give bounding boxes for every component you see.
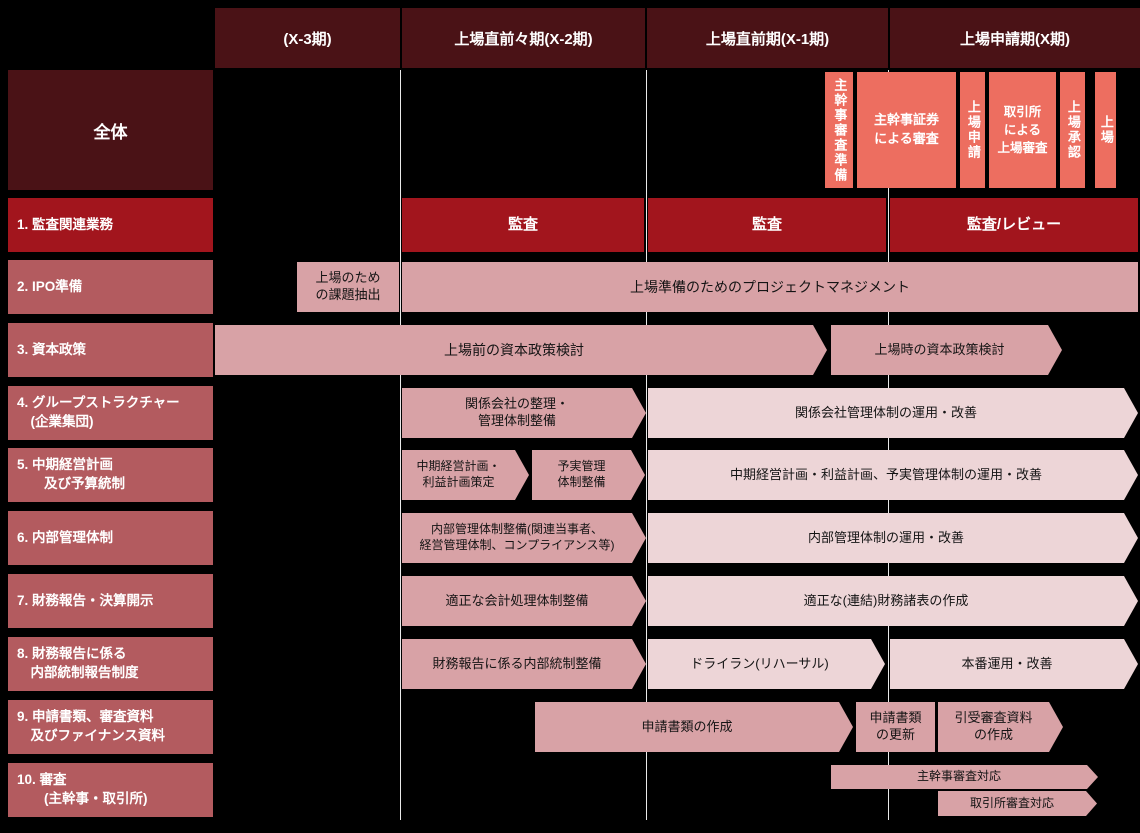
bar-project-management: 上場準備のためのプロジェクトマネジメント: [402, 262, 1138, 312]
bar-icfr-dry-run: ドライラン(リハーサル): [648, 639, 885, 689]
bar-consolidated-statements: 適正な(連結)財務諸表の作成: [648, 576, 1138, 626]
row-label-application-docs: 9. 申請書類、審査資料 及びファイナンス資料: [8, 700, 213, 754]
bar-capital-policy-at-listing: 上場時の資本政策検討: [831, 325, 1062, 375]
header-col-x2: 上場直前々期(X-2期): [402, 8, 645, 68]
bar-icfr-production-operation: 本番運用・改善: [890, 639, 1138, 689]
bar-issue-identification: 上場のため の課題抽出: [297, 262, 399, 312]
header-col-x3: (X-3期): [215, 8, 400, 68]
column-divider-2: [646, 70, 647, 820]
bar-midterm-plan-drafting: 中期経営計画・ 利益計画策定: [402, 450, 529, 500]
bar-capital-policy-pre-listing: 上場前の資本政策検討: [215, 325, 827, 375]
bar-icfr-setup: 財務報告に係る内部統制整備: [402, 639, 646, 689]
bar-underwriting-exam-materials: 引受審査資料 の作成: [938, 702, 1063, 752]
bar-budget-control-setup: 予実管理 体制整備: [532, 450, 645, 500]
bar-exchange-exam-response: 取引所審査対応: [938, 791, 1097, 816]
row-label-icfr: 8. 財務報告に係る 内部統制報告制度: [8, 637, 213, 691]
milestone-listing-application-label: 上場申請: [960, 72, 985, 188]
row-label-audit: 1. 監査関連業務: [8, 198, 213, 252]
row-label-group-structure: 4. グループストラクチャー (企業集団): [8, 386, 213, 440]
bar-application-docs-update: 申請書類 の更新: [856, 702, 935, 752]
milestone-listing-approval-label: 上場承認: [1060, 72, 1085, 188]
column-divider-3: [888, 70, 889, 820]
row-label-ipo-prep: 2. IPO準備: [8, 260, 213, 314]
milestone-underwriter-exam-prep-label: 主幹事審査準備: [825, 72, 853, 188]
bar-internal-mgmt-operation: 内部管理体制の運用・改善: [648, 513, 1138, 563]
bar-audit-review-x0: 監査/レビュー: [890, 198, 1138, 252]
bar-audit-x1: 監査: [648, 198, 886, 252]
bar-underwriter-exam-response: 主幹事審査対応: [831, 765, 1098, 789]
row-label-financial-report: 7. 財務報告・決算開示: [8, 574, 213, 628]
milestone-underwriter-exam-label: 主幹事証券 による審査: [857, 72, 956, 188]
overall-row-label: 全体: [8, 70, 213, 190]
milestone-exchange-exam-label: 取引所 による 上場審査: [989, 72, 1056, 188]
bar-affiliate-mgmt-operation: 関係会社管理体制の運用・改善: [648, 388, 1138, 438]
header-col-x1: 上場直前期(X-1期): [647, 8, 888, 68]
bar-affiliate-reorganization: 関係会社の整理・ 管理体制整備: [402, 388, 646, 438]
bar-audit-x2: 監査: [402, 198, 644, 252]
row-label-midterm-plan: 5. 中期経営計画 及び予算統制: [8, 448, 213, 502]
bar-midterm-plan-operation: 中期経営計画・利益計画、予実管理体制の運用・改善: [648, 450, 1138, 500]
row-label-capital-policy: 3. 資本政策: [8, 323, 213, 377]
bar-internal-mgmt-setup: 内部管理体制整備(関連当事者、 経営管理体制、コンプライアンス等): [402, 513, 646, 563]
column-divider-1: [400, 70, 401, 820]
milestone-listing-label: 上場: [1095, 72, 1116, 188]
row-label-examination: 10. 審査 (主幹事・取引所): [8, 763, 213, 817]
header-col-x0: 上場申請期(X期): [890, 8, 1140, 68]
row-label-internal-mgmt: 6. 内部管理体制: [8, 511, 213, 565]
bar-application-docs-creation: 申請書類の作成: [535, 702, 853, 752]
bar-accounting-system-setup: 適正な会計処理体制整備: [402, 576, 646, 626]
